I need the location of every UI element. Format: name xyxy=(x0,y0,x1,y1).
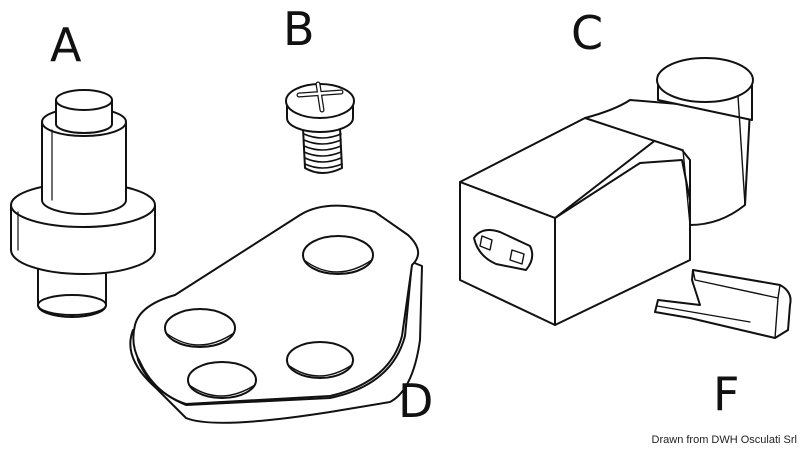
label-f: F xyxy=(713,367,740,421)
label-d: D xyxy=(398,374,434,428)
label-a: A xyxy=(50,18,82,72)
part-f-pin xyxy=(655,270,791,338)
part-b-screw xyxy=(286,84,354,173)
part-d-plate xyxy=(130,206,422,423)
part-c-hinge-block xyxy=(460,58,753,325)
part-a-stepped-pin xyxy=(11,90,155,317)
label-c: C xyxy=(571,6,604,60)
credit-text: Drawn from DWH Osculati Srl xyxy=(651,434,797,446)
label-b: B xyxy=(283,2,315,56)
